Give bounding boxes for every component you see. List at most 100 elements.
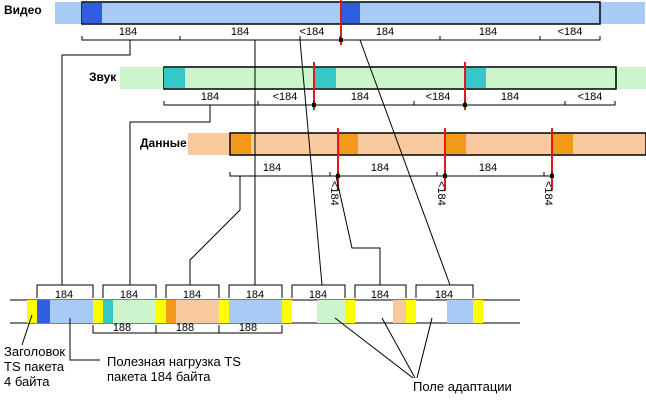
data-segment-label: 184 xyxy=(371,162,389,174)
ts-sync-header xyxy=(282,300,292,323)
data-segment-label: 184 xyxy=(263,162,281,174)
header-leader-line xyxy=(21,314,33,346)
audio-header-block xyxy=(465,68,486,88)
ts-top-bracket xyxy=(36,284,94,298)
connector-line xyxy=(129,105,211,285)
ts-sync-header xyxy=(93,300,103,323)
data-split-mark xyxy=(336,174,340,178)
ts-packet-top-label: 184 xyxy=(55,289,73,301)
ts-top-bracket xyxy=(228,284,283,298)
ts-video-payload xyxy=(447,300,473,323)
data-segment-label-rotated: <184 xyxy=(328,181,340,206)
adaptation-leader-line xyxy=(334,317,414,379)
video-segment-label: 184 xyxy=(479,26,497,38)
ts-top-bracket xyxy=(165,284,220,298)
adaptation-note: Поле адаптации xyxy=(413,379,512,394)
video-stream-title: Видео xyxy=(4,3,42,17)
payload-note-line: Полезная нагрузка TS xyxy=(107,354,241,369)
adaptation-leader-line xyxy=(416,317,433,379)
notes: Заголовок TS пакета 4 байта Полезная наг… xyxy=(4,344,512,394)
connector-line xyxy=(335,175,381,285)
data-header-block xyxy=(338,134,358,154)
header-note-line: Заголовок xyxy=(4,344,65,359)
ts-top-bracket xyxy=(415,284,474,298)
connector-line xyxy=(359,39,451,286)
audio-segment-label: <184 xyxy=(273,91,298,103)
video-split-mark xyxy=(339,38,343,42)
connector-line xyxy=(299,39,323,286)
data-header-block xyxy=(446,134,466,154)
data-header-block xyxy=(553,134,573,154)
ts-audio-pes-header xyxy=(103,300,113,323)
ts-data-payload xyxy=(393,300,406,323)
ts-packet-top-label: 184 xyxy=(435,289,453,301)
data-segment-label-rotated: <184 xyxy=(542,181,554,206)
data-split-mark xyxy=(550,174,554,178)
ts-sync-header xyxy=(345,300,355,323)
audio-segment-label: 184 xyxy=(351,91,369,103)
video-segment-label: <184 xyxy=(300,26,325,38)
ts-sync-header xyxy=(156,300,166,323)
ts-top-bracket xyxy=(354,284,407,298)
ts-video-payload xyxy=(50,300,93,323)
ts-packet-top-label: 184 xyxy=(309,289,327,301)
ts-packet-top-label: 184 xyxy=(120,289,138,301)
payload-note-line: пакета 184 байта xyxy=(107,369,211,384)
video-segment-label: 184 xyxy=(119,26,137,38)
ts-packet-size-label: 188 xyxy=(176,322,194,334)
ts-top-bracket xyxy=(291,284,346,298)
ts-packet-top-label: 184 xyxy=(183,289,201,301)
ts-packet-size-label: 188 xyxy=(113,322,131,334)
ts-data-payload xyxy=(176,300,219,323)
ts-bottom-bracket xyxy=(218,325,283,334)
connector-line xyxy=(61,40,131,285)
audio-brackets xyxy=(163,101,616,106)
audio-split-mark xyxy=(312,103,316,107)
ts-sync-header xyxy=(406,300,416,323)
ts-sync-header xyxy=(473,300,483,323)
data-split-mark xyxy=(443,174,447,178)
ts-stream: 184 184 184 184 184 184 184 188 188 188 xyxy=(10,284,520,334)
audio-header-block xyxy=(164,68,185,88)
ts-data-pes-header xyxy=(166,300,176,323)
header-note-line: 4 байта xyxy=(4,374,50,389)
ts-video-payload xyxy=(229,300,282,323)
ts-top-bracket xyxy=(102,284,157,298)
data-stream-frame xyxy=(229,132,646,156)
audio-stream-frame xyxy=(163,66,617,90)
video-segment-label: 184 xyxy=(231,26,249,38)
annotation-leaders xyxy=(21,314,433,379)
data-stream: Данные 184 184 184 <184 <184 <184 xyxy=(140,128,646,206)
payload-leader-line xyxy=(69,318,100,361)
video-header-block xyxy=(340,3,360,23)
audio-segment-label: <184 xyxy=(578,91,603,103)
adaptation-leader-line xyxy=(381,317,416,379)
audio-bracket xyxy=(564,101,616,106)
video-bracket xyxy=(539,36,601,41)
audio-segment-label: 184 xyxy=(501,91,519,103)
video-segment-label: <184 xyxy=(558,26,583,38)
ts-packet-top-label: 184 xyxy=(371,289,389,301)
header-note-line: TS пакета xyxy=(4,359,65,374)
video-header-block xyxy=(82,3,102,23)
video-stream: Видео 184 184 <184 184 184 <184 xyxy=(4,0,645,45)
ts-audio-payload xyxy=(113,300,156,323)
ts-bottom-brackets xyxy=(92,325,283,334)
video-segment-label: 184 xyxy=(376,26,394,38)
connector-lines xyxy=(61,39,451,286)
ts-top-brackets xyxy=(36,284,474,298)
audio-split-mark xyxy=(463,103,467,107)
data-header-block xyxy=(231,134,251,154)
ts-packet-top-label: 184 xyxy=(246,289,264,301)
audio-stream: Звук 184 <184 184 <184 184 <184 xyxy=(89,62,646,110)
data-segment-label: 184 xyxy=(479,162,497,174)
audio-segment-label: 184 xyxy=(201,91,219,103)
connector-line xyxy=(189,176,241,285)
data-segment-label-rotated: <184 xyxy=(435,181,447,206)
ts-audio-payload xyxy=(317,300,345,323)
ts-sync-header xyxy=(27,300,37,323)
data-stream-title: Данные xyxy=(140,136,187,150)
audio-stream-title: Звук xyxy=(89,70,117,84)
ts-video-pes-header xyxy=(37,300,50,323)
